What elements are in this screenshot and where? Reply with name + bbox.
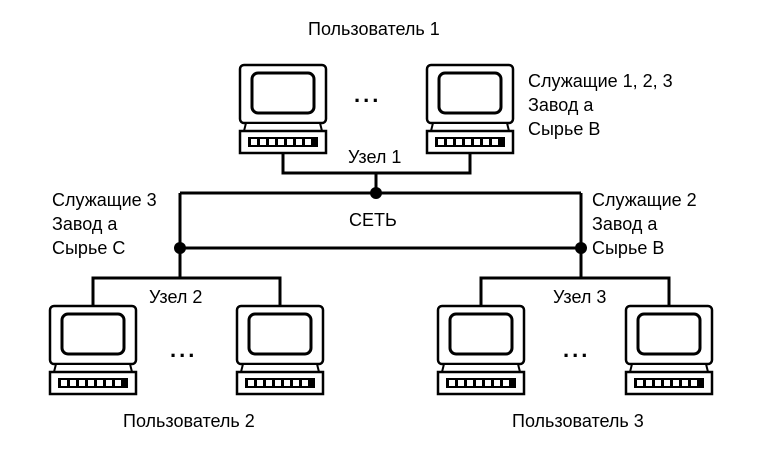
node3-data-line: Служащие 2 bbox=[592, 190, 697, 210]
node3-label: Узел 3 bbox=[553, 287, 606, 307]
user3-ellipsis: ... bbox=[563, 337, 590, 362]
computer-terminal-icon bbox=[624, 304, 714, 396]
node3-junction bbox=[575, 242, 587, 254]
user1-ellipsis: ... bbox=[354, 82, 381, 107]
node2-junction bbox=[174, 242, 186, 254]
node2-data-line: Сырье C bbox=[52, 238, 125, 258]
node2-hub-line bbox=[91, 276, 282, 310]
node1-label: Узел 1 bbox=[348, 147, 401, 167]
user2-label: Пользователь 2 bbox=[123, 411, 255, 431]
node3-data-line: Завод а bbox=[592, 214, 658, 234]
node1-data-line: Сырье B bbox=[528, 119, 600, 139]
computer-terminal-icon bbox=[425, 63, 515, 155]
user2-ellipsis: ... bbox=[170, 337, 197, 362]
user1-label: Пользователь 1 bbox=[308, 19, 440, 39]
computer-terminal-icon bbox=[238, 63, 328, 155]
network-wiring bbox=[91, 140, 671, 310]
node1-data-block: Служащие 1, 2, 3 Завод а Сырье B bbox=[528, 71, 673, 139]
node2-data-block: Служащие 3 Завод а Сырье C bbox=[52, 190, 157, 258]
user3-label: Пользователь 3 bbox=[512, 411, 644, 431]
node1-junction bbox=[370, 187, 382, 199]
node1-data-line: Служащие 1, 2, 3 bbox=[528, 71, 673, 91]
computer-terminal-icon bbox=[436, 304, 526, 396]
node2-data-line: Служащие 3 bbox=[52, 190, 157, 210]
node2-data-line: Завод а bbox=[52, 214, 118, 234]
node3-hub-line bbox=[479, 276, 671, 310]
computer-terminal-icon bbox=[48, 304, 138, 396]
node3-data-block: Служащие 2 Завод а Сырье B bbox=[592, 190, 697, 258]
network-label: СЕТЬ bbox=[349, 210, 397, 230]
node3-data-line: Сырье B bbox=[592, 238, 664, 258]
node2-label: Узел 2 bbox=[149, 287, 202, 307]
user1-computers bbox=[238, 63, 515, 155]
node1-data-line: Завод а bbox=[528, 95, 594, 115]
computer-terminal-icon bbox=[235, 304, 325, 396]
